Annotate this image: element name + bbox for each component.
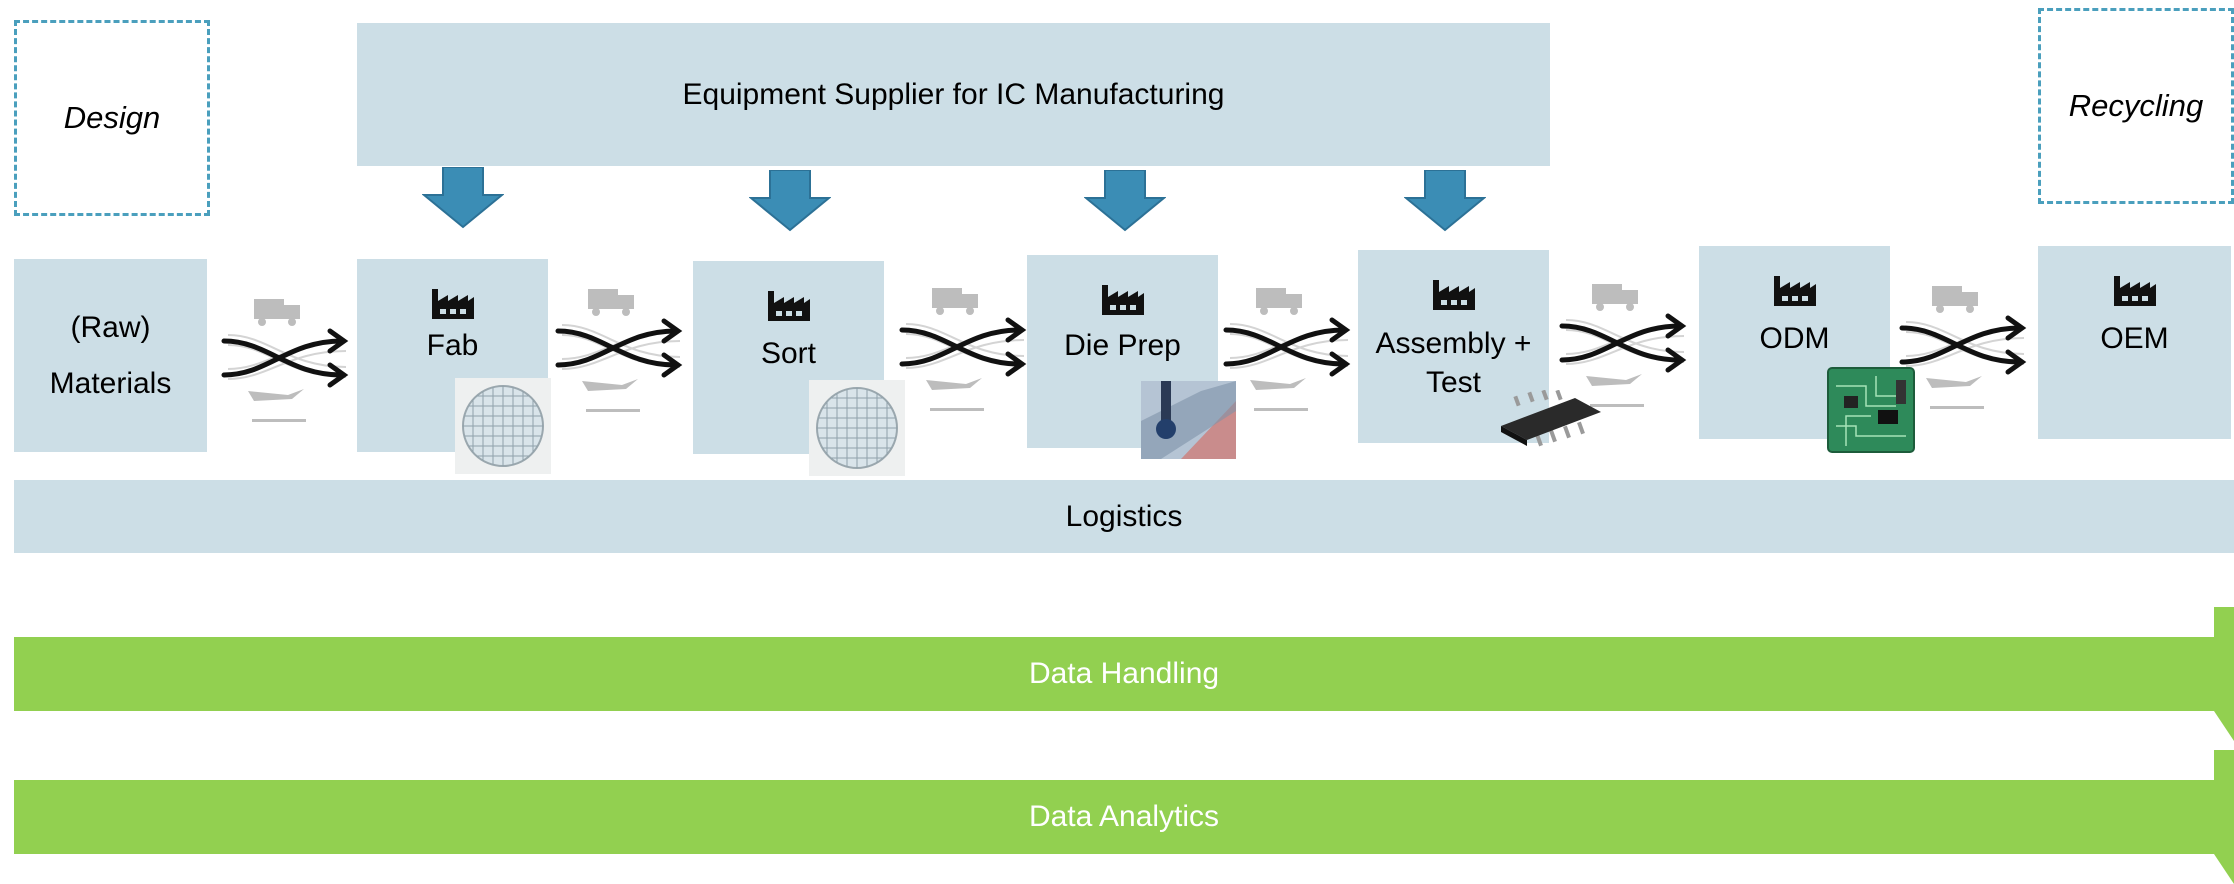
- logistics-connector-icon: [1899, 286, 2027, 409]
- factory-icon: [1101, 285, 1144, 315]
- equipment-supplier-box: Equipment Supplier for IC Manufacturing: [357, 23, 1550, 166]
- design-label: Design: [63, 100, 161, 135]
- materials-box: (Raw) Materials: [14, 259, 207, 452]
- stage-oem: OEM: [2038, 246, 2231, 439]
- wafer-icon: [455, 378, 551, 474]
- data-handling-label: Data Handling: [1028, 657, 1220, 690]
- stage-fab: Fab: [357, 259, 548, 452]
- data-analytics-arrow-shape: [14, 750, 2234, 884]
- pcb-board-icon: [1827, 367, 1915, 453]
- data-analytics-bar: Data Analytics: [14, 750, 2234, 884]
- stage-die-prep-label: Die Prep: [1064, 329, 1181, 362]
- factory-icon: [767, 291, 810, 321]
- stage-oem-label: OEM: [2100, 322, 2169, 355]
- logistics-connector-icon: [899, 288, 1027, 411]
- stage-assembly-test: Assembly + Test: [1358, 250, 1549, 443]
- logistics-connector-icon: [555, 289, 683, 412]
- recycling-label: Recycling: [2068, 88, 2204, 123]
- logistics-connector-icon: [1223, 288, 1351, 411]
- equipment-supplier-label: Equipment Supplier for IC Manufacturing: [682, 77, 1225, 111]
- down-arrow-fab: [422, 167, 504, 229]
- stage-odm-label: ODM: [1759, 322, 1830, 355]
- logistics-box: Logistics: [14, 480, 2234, 553]
- stage-fab-label: Fab: [426, 329, 479, 362]
- data-handling-bar: Data Handling: [14, 607, 2234, 741]
- materials-line2: Materials: [49, 366, 172, 400]
- logistics-label: Logistics: [1065, 499, 1183, 533]
- factory-icon: [431, 289, 474, 319]
- factory-icon: [1432, 280, 1475, 310]
- stage-sort-label: Sort: [760, 337, 817, 370]
- down-arrow-die-prep: [1084, 170, 1166, 232]
- down-arrow-assembly: [1404, 170, 1486, 232]
- die-prep-photo: [1141, 381, 1236, 459]
- ic-chip-icon: [1501, 390, 1601, 447]
- data-handling-arrow-shape: [14, 607, 2234, 741]
- recycling-box: Recycling: [2038, 8, 2234, 204]
- stage-sort: Sort: [693, 261, 884, 454]
- logistics-connector-icon: [221, 299, 349, 422]
- wafer-icon: [809, 380, 905, 476]
- factory-icon: [2113, 276, 2156, 306]
- down-arrow-sort: [749, 170, 831, 232]
- materials-line1: (Raw): [70, 311, 151, 344]
- data-analytics-label: Data Analytics: [1028, 800, 1220, 833]
- factory-icon: [1773, 276, 1816, 306]
- stage-assembly-test-label: Assembly + Test: [1375, 327, 1532, 399]
- logistics-connector-icon: [1559, 284, 1687, 407]
- design-box: Design: [14, 20, 210, 216]
